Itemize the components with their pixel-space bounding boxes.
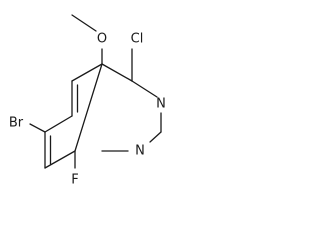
bond-c4-n3: [131, 80, 158, 98]
bond-c6-c7: [44, 115, 73, 133]
bond-o-ch3: [71, 14, 97, 32]
bond-c7-br: [29, 123, 46, 133]
fluorine-label: F: [71, 173, 78, 188]
bromine-label: Br: [9, 116, 24, 131]
nitrogen-3-label: N: [156, 97, 166, 112]
bond-c4a-c5: [71, 63, 103, 82]
bond-c8a-c4a: [74, 63, 103, 152]
bond-c8-c8a: [44, 150, 76, 169]
bond-c4a-c4: [101, 63, 133, 82]
oxygen-label: O: [97, 32, 107, 47]
chemical-structure: O Cl N N Br F: [9, 14, 166, 188]
chlorine-label: Cl: [131, 32, 144, 47]
nitrogen-1-label: N: [135, 144, 145, 159]
bond-c2-n1: [149, 131, 162, 143]
